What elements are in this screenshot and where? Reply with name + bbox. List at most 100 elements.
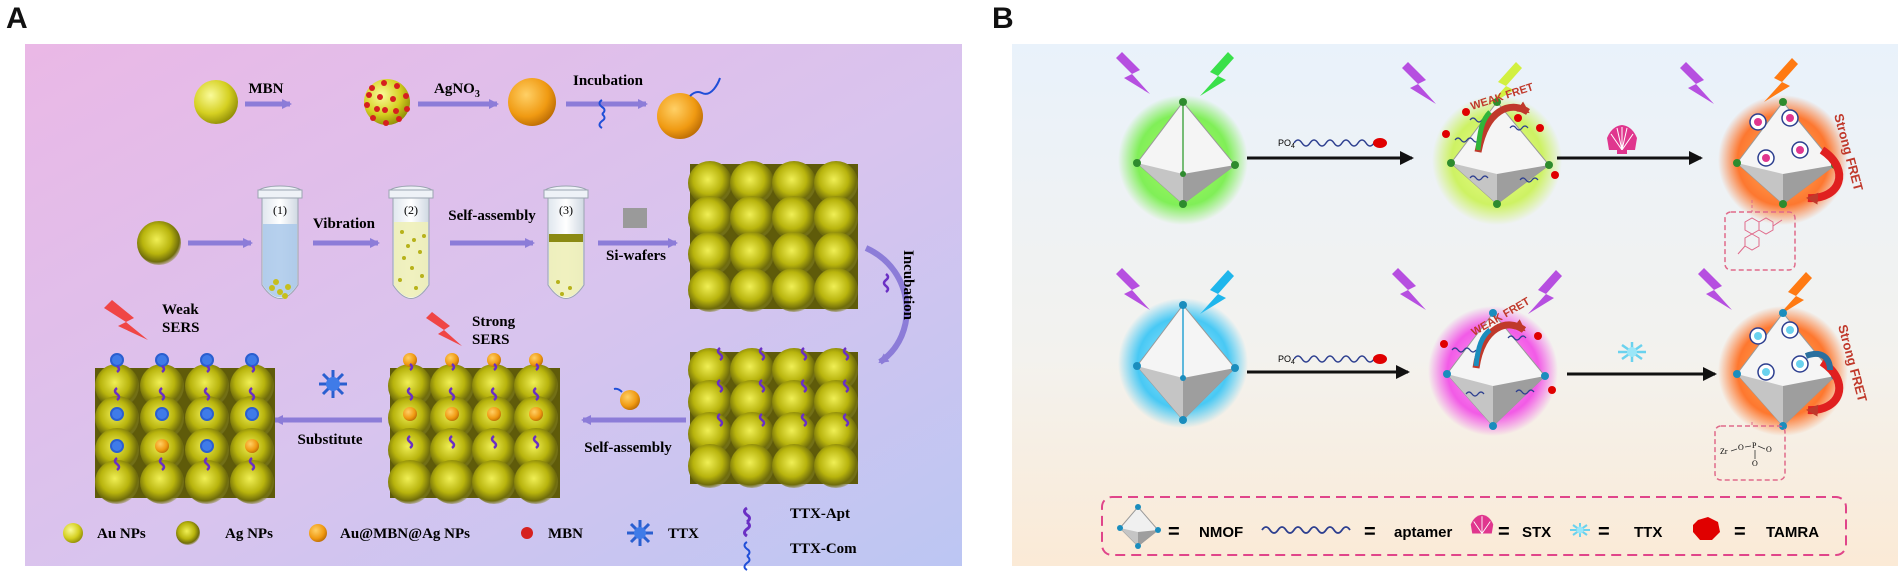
tube-2: (2) — [388, 185, 434, 299]
panel-a-letter: A — [6, 2, 28, 35]
legend-eq-1: = — [1168, 521, 1180, 543]
legend-eq-4: = — [1598, 521, 1610, 543]
lightning-violet-icon — [1116, 52, 1150, 94]
phosphate-o3: O — [1752, 459, 1758, 468]
au-np-particle — [194, 80, 238, 124]
label-si-wafers: Si-wafers — [606, 248, 666, 264]
legend-ag-nps: Ag NPs — [225, 526, 273, 542]
label-strong: Strong — [472, 314, 516, 330]
legend-mbn: MBN — [548, 526, 583, 542]
probe-particle — [620, 390, 640, 410]
ttx-star-icon — [1618, 342, 1646, 362]
label-mbn: MBN — [249, 81, 284, 97]
po4-label-row2: PO4 — [1278, 354, 1295, 366]
tube-3: (3) — [543, 185, 589, 299]
legend-ttx-apt-icon — [743, 506, 751, 538]
label-substitute: Substitute — [297, 432, 362, 448]
po4-label-row1-sub: 4 — [1291, 143, 1295, 150]
legend-stx-icon — [1470, 514, 1494, 534]
probe-strand — [613, 387, 623, 393]
tube-3-label: (3) — [559, 203, 573, 217]
tube-1: (1) — [257, 185, 303, 299]
ttx-molecule-icon — [319, 370, 347, 398]
legend-ag-np-icon — [176, 521, 200, 545]
functionalized-particle — [657, 93, 703, 139]
tube-2-label: (2) — [404, 203, 418, 217]
tamra-structure-drawing — [1737, 217, 1783, 255]
label-incubation-top: Incubation — [573, 73, 644, 89]
legend-ttx-com-icon — [743, 541, 751, 571]
phosphate-zr: Zr — [1720, 447, 1728, 456]
legend-au-nps: Au NPs — [97, 526, 146, 542]
label-weak-sers: SERS — [162, 320, 200, 336]
row-1-nmof-yellow: WEAK FRET — [1417, 80, 1577, 240]
lightning-violet-icon — [1116, 268, 1150, 310]
legend-au-np-icon — [63, 523, 83, 543]
row-1-nmof-green — [1103, 80, 1263, 240]
label-self-assembly-mid: Self-assembly — [448, 208, 536, 224]
lightning-orange-icon — [1764, 58, 1798, 102]
label-weak: Weak — [162, 302, 199, 318]
tamra-dot-row1 — [1373, 138, 1387, 148]
legend-tamra: TAMRA — [1766, 524, 1819, 541]
aptamer-array — [688, 347, 858, 488]
legend-ttx-apt: TTX-Apt — [790, 506, 850, 522]
row-1-nmof-orange: Strong FRET — [1703, 80, 1866, 240]
panel-b-letter: B — [992, 2, 1014, 35]
lightning-blue-icon — [1200, 270, 1234, 314]
tube-1-label: (1) — [273, 203, 287, 217]
lightning-violet-icon — [1392, 268, 1426, 310]
lightning-orange-icon — [1778, 272, 1812, 316]
panel-b-legend: = NMOF = aptamer = STX = TTX = TAMRA — [1101, 496, 1847, 556]
legend-tamra-icon — [1693, 517, 1720, 540]
mbn-coated-particle — [364, 79, 410, 126]
legend-nmof-icon — [1117, 504, 1161, 549]
label-vibration: Vibration — [313, 216, 376, 232]
legend-nmof: NMOF — [1199, 524, 1243, 541]
label-incubation-vertical: Incubation — [900, 250, 916, 321]
ag-np-particle — [137, 221, 181, 265]
phosphate-structure-box — [1714, 425, 1786, 481]
lightning-violet-icon — [1402, 62, 1436, 104]
phosphate-o1: O — [1738, 443, 1744, 452]
stx-shell-icon — [1607, 125, 1637, 154]
legend-eq-2: = — [1364, 521, 1376, 543]
legend-ttx-com: TTX-Com — [790, 541, 857, 557]
legend-ttx: TTX — [1634, 524, 1662, 541]
ttx-com-strand — [598, 99, 606, 129]
label-agno3-sub: 3 — [475, 89, 480, 100]
legend-ttx-icon — [1570, 523, 1590, 537]
lightning-violet-icon — [1528, 270, 1562, 314]
panel-a-legend: Au NPs Ag NPs Au@MBN@Ag NPs MBN TTX TTX-… — [63, 506, 857, 571]
legend-stx: STX — [1522, 524, 1551, 541]
legend-eq-5: = — [1734, 521, 1746, 543]
label-agno3: AgNO3 — [434, 81, 480, 100]
panel-a-middle-row: (1) Vibration (2) Self-assembly (3) Si-w… — [137, 161, 858, 312]
row-2-nmof-orange: Strong FRET — [1703, 291, 1870, 451]
po4-label-row1: PO4 — [1278, 138, 1295, 150]
label-strong-sers: SERS — [472, 332, 510, 348]
weak-sers-array — [95, 353, 275, 504]
lightning-violet-icon — [1698, 268, 1732, 310]
tamra-dot-row2 — [1373, 354, 1387, 364]
row-2-nmof-magenta: WEAK FRET — [1413, 291, 1573, 451]
tamra-structure-box — [1724, 211, 1796, 271]
legend-au-mbn-ag: Au@MBN@Ag NPs — [340, 526, 470, 542]
legend-eq-3: = — [1498, 521, 1510, 543]
label-self-assembly-bottom: Self-assembly — [584, 440, 672, 456]
legend-aptamer: aptamer — [1394, 524, 1453, 541]
arrow-incubation-curve — [864, 245, 910, 365]
phosphate-o2: O — [1766, 445, 1772, 454]
panel-a-top-row: MBN AgNO3 Incubation — [194, 73, 721, 139]
aptamer-strand-row1 — [1293, 139, 1375, 147]
strong-sers-array — [388, 353, 560, 504]
row-2-nmof-blue — [1103, 283, 1263, 443]
phosphate-structure-text: Zr O P O O — [1720, 441, 1772, 468]
weak-sers-lightning-icon — [104, 300, 148, 340]
strong-sers-lightning-icon — [426, 312, 462, 346]
label-agno3-base: AgNO — [434, 81, 475, 97]
phosphate-bonds — [1730, 445, 1766, 459]
legend-mbn-icon — [521, 527, 533, 539]
attached-com-strand — [689, 77, 721, 97]
